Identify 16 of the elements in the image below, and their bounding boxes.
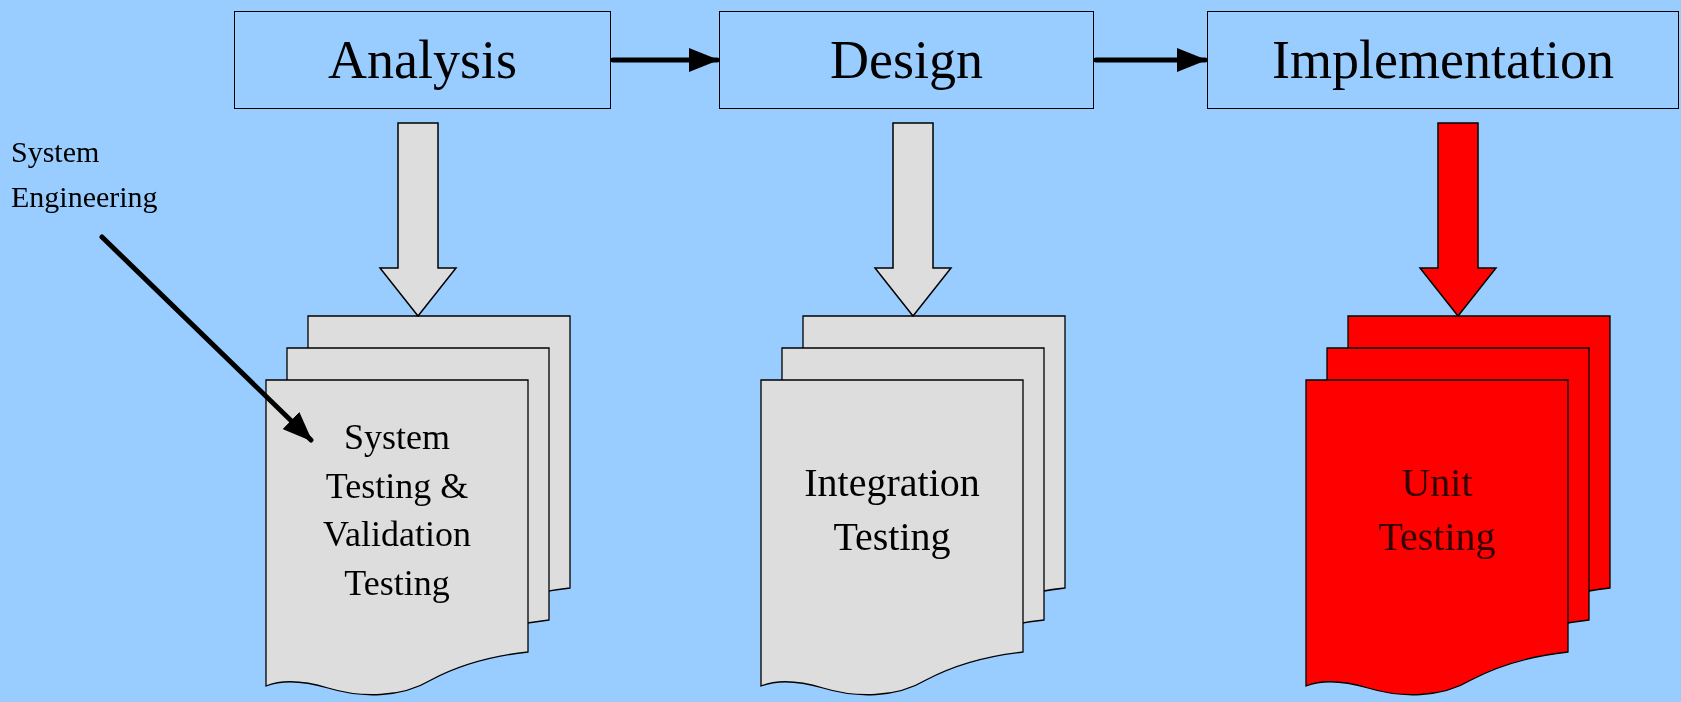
block-arrow	[1418, 122, 1498, 318]
process-box: Analysis	[234, 11, 611, 109]
node-label: System Engineering	[11, 129, 226, 219]
block-arrow	[873, 122, 953, 318]
document-label: Integration Testing	[803, 459, 981, 561]
document-label: Unit Testing	[1377, 459, 1497, 561]
arrow	[99, 234, 314, 443]
document-label: System Testing & Validation Testing	[322, 415, 472, 605]
process-box: Implementation	[1207, 11, 1679, 109]
document-stack	[266, 316, 570, 695]
process-box: Design	[719, 11, 1094, 109]
block-arrow	[378, 122, 458, 318]
arrow	[1093, 48, 1208, 72]
document-stack	[761, 316, 1065, 695]
arrow	[610, 48, 720, 72]
document-stack	[1306, 316, 1610, 695]
